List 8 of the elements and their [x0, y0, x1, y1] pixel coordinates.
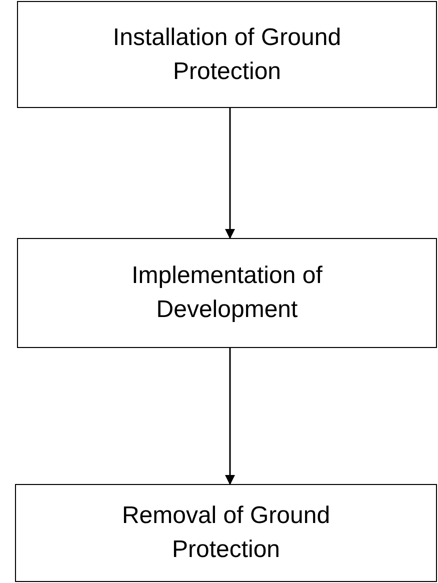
process-box [17, 1, 437, 108]
arrow [225, 108, 235, 239]
box-label: Implementation of Development [130, 261, 324, 325]
process-box [15, 484, 437, 582]
process-box [17, 238, 437, 348]
arrow [225, 348, 235, 485]
box-label: Removal of Ground Protection [120, 501, 332, 565]
box-label: Installation of Ground Protection [112, 22, 342, 86]
